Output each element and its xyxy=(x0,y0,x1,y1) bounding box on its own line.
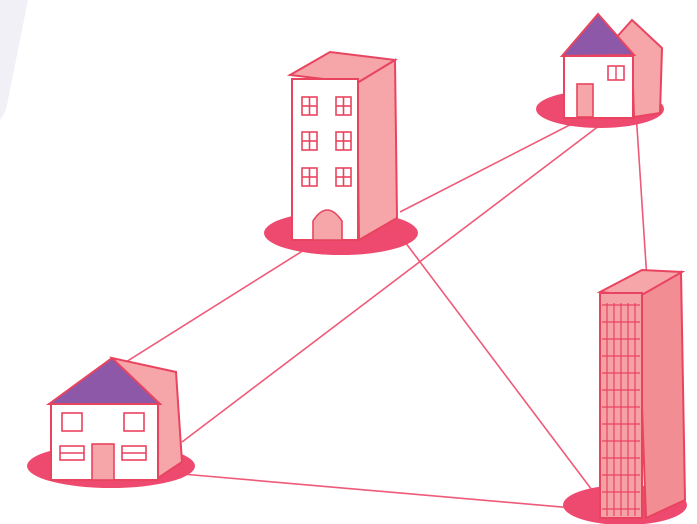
connection-lines xyxy=(109,111,648,511)
link-cottage-to-skyscraper xyxy=(181,473,597,511)
apartment-door xyxy=(312,209,343,241)
apartment-windows xyxy=(301,96,352,187)
skyscraper-window-grid xyxy=(602,303,640,516)
corner-shade xyxy=(0,0,28,120)
link-house-to-cottage xyxy=(181,115,613,443)
link-apartment-to-cottage xyxy=(109,239,321,373)
apartment-window xyxy=(335,131,352,151)
skyscraper-icon xyxy=(563,268,687,524)
link-apartment-to-skyscraper xyxy=(404,241,599,499)
skyscraper-side-wall xyxy=(636,270,687,520)
link-house-to-skyscraper xyxy=(635,111,648,281)
cottage-window-upper-right xyxy=(123,412,145,432)
apartment-window xyxy=(301,167,318,187)
small-house-door xyxy=(576,83,594,118)
apartment-window xyxy=(335,96,352,116)
apartment-window xyxy=(301,96,318,116)
cottage-icon xyxy=(27,356,195,488)
apartment-building-icon xyxy=(264,50,418,255)
small-house-icon xyxy=(536,12,664,128)
apartment-window xyxy=(301,131,318,151)
apartment-window xyxy=(335,167,352,187)
apartment-side-wall xyxy=(355,58,399,242)
link-apartment-to-house xyxy=(399,111,596,213)
cottage-window-upper-left xyxy=(61,412,83,432)
cottage-door xyxy=(91,443,115,481)
